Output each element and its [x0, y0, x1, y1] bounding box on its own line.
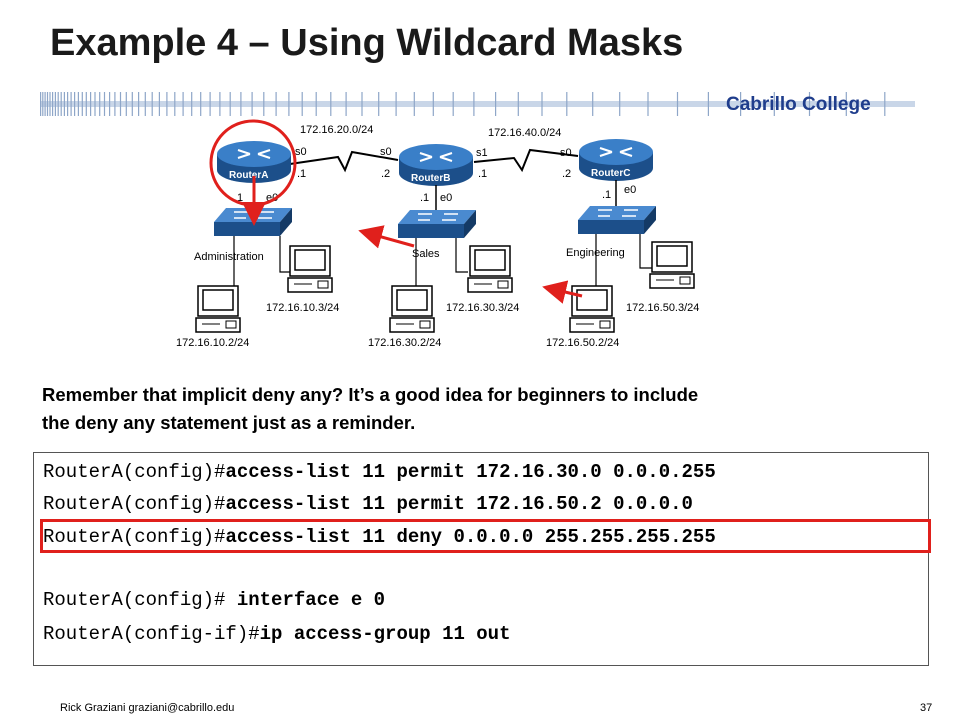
workstation-icon — [287, 245, 333, 293]
config-prompt: RouterA(config)# — [43, 493, 226, 515]
switch-engineering — [578, 206, 656, 234]
traffic-arrow — [358, 225, 415, 249]
config-line: RouterA(config)# interface e 0 — [43, 587, 385, 613]
workstation-icon — [649, 241, 695, 289]
config-code-box: RouterA(config)#access-list 11 permit 17… — [33, 452, 929, 666]
interface-label: .2 — [562, 168, 571, 180]
workstation-icon — [195, 285, 241, 333]
config-line: RouterA(config)#access-list 11 deny 0.0.… — [43, 524, 716, 550]
interface-label: e0 — [624, 184, 636, 196]
interface-label: e0 — [440, 192, 452, 204]
switch-sales — [398, 210, 476, 238]
router-label: RouterA — [229, 170, 268, 181]
serial-link-b-c — [473, 148, 579, 173]
note-line: the deny any statement just as a reminde… — [42, 412, 416, 433]
host-ip-label: 172.16.50.2/24 — [546, 337, 619, 349]
router-c: RouterC — [579, 139, 653, 181]
interface-label: .1 — [297, 168, 306, 180]
traffic-arrow — [542, 280, 583, 304]
link-network-label: 172.16.20.0/24 — [300, 124, 373, 136]
note-line: Remember that implicit deny any? It’s a … — [42, 384, 699, 405]
slide-title: Example 4 – Using Wildcard Masks — [50, 22, 684, 64]
lan-label-engineering: Engineering — [566, 247, 625, 259]
workstation-icon — [389, 285, 435, 333]
host-ip-label: 172.16.50.3/24 — [626, 302, 699, 314]
footer-author: Rick Graziani graziani@cabrillo.edu — [60, 702, 235, 714]
config-line: RouterA(config)#access-list 11 permit 17… — [43, 459, 716, 485]
config-command: ip access-group 11 out — [259, 623, 511, 645]
host-ip-label: 172.16.10.3/24 — [266, 302, 339, 314]
router-label: RouterC — [591, 168, 630, 179]
config-prompt: RouterA(config-if)# — [43, 623, 260, 645]
decorative-stripe-bar — [40, 90, 915, 116]
workstation-icon — [569, 285, 615, 333]
host-ip-label: 172.16.30.2/24 — [368, 337, 441, 349]
interface-label: .1 — [602, 189, 611, 201]
lan-label-sales: Sales — [412, 248, 440, 260]
config-line: RouterA(config)#access-list 11 permit 17… — [43, 491, 693, 517]
interface-label: s1 — [476, 147, 488, 159]
page-number: 37 — [920, 702, 933, 714]
router-label: RouterB — [411, 173, 450, 184]
host-ip-label: 172.16.10.2/24 — [176, 337, 249, 349]
serial-link-a-b — [289, 150, 399, 173]
config-command: access-list 11 permit 172.16.50.2 0.0.0.… — [225, 493, 693, 515]
interface-label: .1 — [478, 168, 487, 180]
config-command: access-list 11 permit 172.16.30.0 0.0.0.… — [225, 461, 716, 483]
interface-label: .1 — [420, 192, 429, 204]
config-prompt: RouterA(config)# — [43, 461, 226, 483]
interface-label: s0 — [295, 146, 307, 158]
interface-label: s0 — [380, 146, 392, 158]
lan-label-administration: Administration — [194, 251, 264, 263]
interface-label: .2 — [381, 168, 390, 180]
host-ip-label: 172.16.30.3/24 — [446, 302, 519, 314]
router-a: RouterA — [217, 141, 291, 183]
config-line: RouterA(config-if)#ip access-group 11 ou… — [43, 621, 510, 647]
interface-label: .1 — [234, 192, 243, 204]
link-network-label: 172.16.40.0/24 — [488, 127, 561, 139]
config-command: access-list 11 deny 0.0.0.0 255.255.255.… — [225, 526, 716, 548]
network-diagram: 172.16.20.0/24 172.16.40.0/24 s0 .1 s0 .… — [176, 119, 699, 349]
config-command: interface e 0 — [236, 589, 386, 611]
workstation-icon — [467, 245, 513, 293]
router-b: RouterB — [399, 144, 473, 186]
config-prompt: RouterA(config)# — [43, 589, 237, 611]
brand-label: Cabrillo College — [726, 94, 871, 115]
deny-statement-highlight-box — [40, 519, 931, 553]
config-prompt: RouterA(config)# — [43, 526, 226, 548]
interface-label: s0 — [560, 147, 572, 159]
explanation-note: Remember that implicit deny any? It’s a … — [42, 381, 922, 437]
